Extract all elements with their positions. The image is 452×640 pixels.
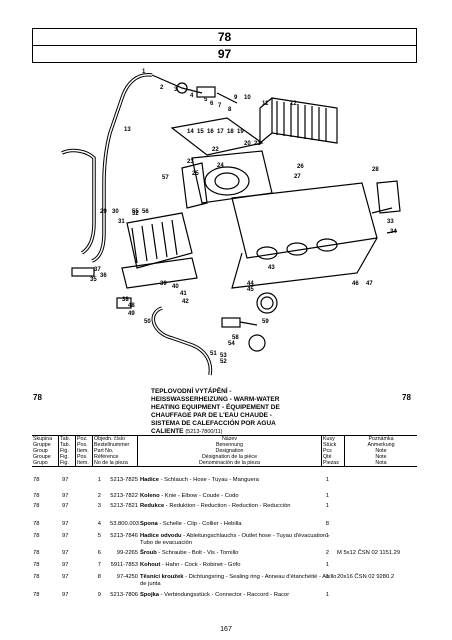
callout-23: 23 [187,159,194,165]
callout-55: 55 [132,209,139,215]
callout-26: 26 [297,164,304,170]
callout-30: 30 [112,209,119,215]
callout-18: 18 [227,129,234,135]
callout-1: 1 [142,69,146,75]
callout-38: 38 [122,297,129,303]
callout-17: 17 [217,129,224,135]
section-number-left: 78 [33,393,42,402]
section-title-line: CHAUFFAGE PAR DE L'EAU CHAUDE - [151,412,272,419]
callout-53: 53 [220,353,227,359]
page-header-box: 78 97 [32,28,417,63]
callout-12: 12 [290,101,297,107]
callout-21: 21 [254,141,261,147]
callout-22: 22 [212,147,219,153]
callout-45: 45 [247,287,254,293]
callout-51: 51 [210,351,217,357]
callout-50: 50 [144,319,151,325]
col-tab-header: Tab.Tab.Fig.Fig.Fig. [58,435,76,467]
callout-7: 7 [218,103,222,109]
callout-54: 54 [228,341,235,347]
exploded-parts-diagram: 1 2 3 4 5 6 7 8 9 10 11 12 13 14 15 16 1… [32,63,417,385]
callout-8: 8 [228,107,232,113]
callout-6: 6 [210,101,214,107]
callout-27: 27 [294,174,301,180]
callout-33: 33 [387,219,394,225]
callout-2: 2 [160,85,164,91]
callout-34: 34 [390,229,397,235]
callout-11: 11 [262,101,269,107]
section-title-line: HEATING EQUIPMENT - ÉQUIPEMENT DE [151,404,280,411]
callout-25: 25 [192,171,199,177]
callout-31: 31 [118,219,125,225]
callout-9: 9 [234,95,238,101]
callout-58: 58 [232,335,239,341]
callout-49: 49 [128,311,135,317]
section-code: (5213-7800/11) [185,429,223,435]
callout-41: 41 [180,291,187,297]
callout-43: 43 [268,265,275,271]
header-divider [33,45,416,46]
callout-29: 29 [100,209,107,215]
table-number: 97 [217,47,232,61]
callout-16: 16 [207,129,214,135]
section-title-line: HEISSWASSERHEIZUNG - WARM-WATER [151,396,280,403]
diagram-svg: 1 2 3 4 5 6 7 8 9 10 11 12 13 14 15 16 1… [61,69,401,376]
section-title: TEPLOVODNÍ VYTÁPĚNÍ - HEISSWASSERHEIZUNG… [151,388,311,436]
callout-13: 13 [124,127,131,133]
page-number: 167 [220,626,232,633]
callout-48: 48 [128,303,135,309]
callout-56: 56 [142,209,149,215]
callout-37: 37 [94,267,101,273]
callout-39: 39 [160,281,167,287]
callout-35: 35 [90,277,97,283]
callout-19: 19 [237,129,244,135]
callout-46: 46 [352,281,359,287]
col-pos-header: Poz.Pos.Item.Pos.Item. [75,435,93,467]
section-number-right: 78 [402,393,411,402]
callout-40: 40 [172,284,179,290]
callout-52: 52 [220,359,227,365]
callout-14: 14 [187,129,194,135]
callout-28: 28 [372,167,379,173]
section-title-line: SISTEMA DE CALEFACCIÓN POR AGUA [151,420,276,427]
callout-3: 3 [174,87,178,93]
callout-10: 10 [244,95,251,101]
callout-4: 4 [190,93,194,99]
callout-15: 15 [197,129,204,135]
callout-44: 44 [247,281,254,287]
callout-32: 32 [132,211,139,217]
callout-47: 47 [366,281,373,287]
callout-42: 42 [182,299,189,305]
callout-59: 59 [262,319,269,325]
section-title-last-line: CALIENTE (5213-7800/11) [151,428,311,436]
callout-5: 5 [204,97,208,103]
callout-20: 20 [244,141,251,147]
group-number: 78 [217,30,232,44]
callout-36: 36 [100,273,107,279]
section-title-word: CALIENTE [151,428,184,435]
callout-24: 24 [217,163,224,169]
section-title-line: TEPLOVODNÍ VYTÁPĚNÍ - [151,388,232,395]
callout-57: 57 [162,175,169,181]
